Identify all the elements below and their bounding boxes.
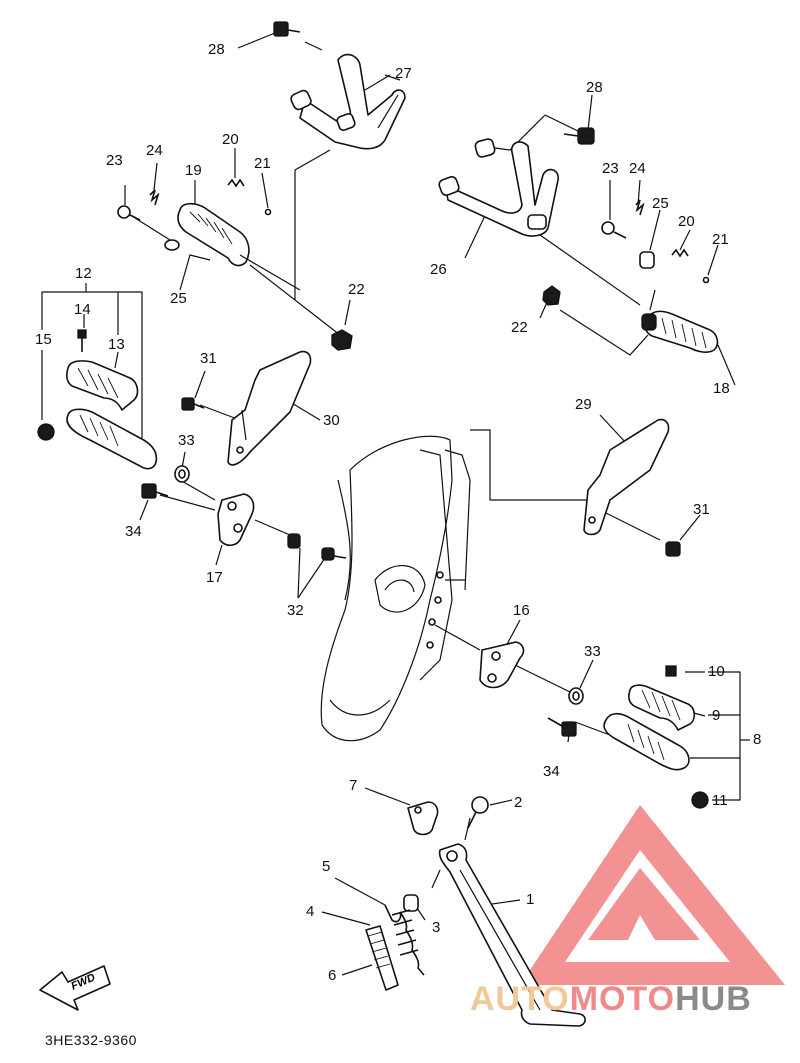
callout-31-right: 31 [693,501,710,518]
washer-33-left [174,465,190,483]
callout-26: 26 [430,261,447,278]
collar-22-left [331,329,353,351]
spring-5 [384,904,425,976]
callout-4: 4 [306,903,315,920]
callout-14: 14 [74,301,91,318]
frame-outline [320,435,471,742]
leader-lines [41,32,750,976]
small-parts-right [601,199,710,284]
watermark-logo-icon [520,805,785,985]
callout-5: 5 [322,858,331,875]
callout-25-right: 25 [652,195,669,212]
callout-2: 2 [514,794,523,811]
bolt-31-left [181,397,205,411]
callout-34-left: 34 [125,523,142,540]
watermark-text: AUTOMOTOHUB [470,982,752,1016]
callout-28-right: 28 [586,79,603,96]
callout-10: 10 [708,663,725,680]
rider-footrest-right [641,310,719,353]
footrest-bracket-right [479,641,525,689]
callout-3: 3 [432,919,441,936]
callout-16: 16 [513,602,530,619]
callout-22-right: 22 [511,319,528,336]
watermark-hub: HUB [675,980,752,1018]
bolt-34-right [547,717,577,737]
footrest-bracket-left [217,493,255,547]
bolt-2 [467,796,489,829]
stay-7 [407,801,439,836]
callout-27: 27 [395,65,412,82]
callout-24-left: 24 [146,142,163,159]
callout-24-right: 24 [629,160,646,177]
watermark-auto: AUTO [470,980,570,1018]
rear-footrest-bracket-left [290,53,406,150]
callout-19: 19 [185,162,202,179]
small-parts-left [117,178,272,251]
bolt-34-left [141,483,169,499]
callout-30: 30 [323,412,340,429]
callout-1: 1 [526,891,535,908]
rider-footrest-left [177,202,301,291]
callout-22-left: 22 [348,281,365,298]
collar-3 [403,894,419,912]
callout-25-left: 25 [170,290,187,307]
callout-11: 11 [712,792,728,809]
callout-20-right: 20 [678,213,695,230]
callout-8: 8 [753,731,762,748]
heel-guard-left [227,350,312,466]
callout-33-left: 33 [178,432,195,449]
callout-34-right: 34 [543,763,560,780]
callout-23-right: 23 [602,160,619,177]
callout-17: 17 [206,569,223,586]
diagram-code: 3HE332-9360 [45,1032,137,1048]
callout-7: 7 [349,777,358,794]
callout-21-left: 21 [254,155,271,172]
heel-guard-right [583,418,670,536]
callout-31-left: 31 [200,350,217,367]
callout-28-top: 28 [208,41,225,58]
callout-9: 9 [712,707,721,724]
callout-12: 12 [75,265,92,282]
callout-13: 13 [108,336,125,353]
watermark-moto: MOTO [569,980,676,1018]
sidestand [438,843,586,1027]
spring-4-6 [365,925,399,991]
fwd-arrow-icon: FWD [39,965,111,1011]
callout-32: 32 [287,602,304,619]
callout-33-right: 33 [584,643,601,660]
callout-23-left: 23 [106,152,123,169]
washer-33-right [568,687,584,705]
passenger-footrest-left-group [37,329,158,470]
callout-6: 6 [328,967,337,984]
callout-20-left: 20 [222,131,239,148]
callout-18: 18 [713,380,730,397]
callout-29: 29 [575,396,592,413]
bolt-31-right [665,541,681,557]
bolt-28-top [273,21,301,37]
bolts-32 [287,533,347,561]
callout-15: 15 [35,331,52,348]
callout-21-right: 21 [712,231,729,248]
bolt-28-right [563,127,595,145]
passenger-footrest-right-group [603,665,709,809]
collar-22-right [542,285,561,306]
rear-footrest-bracket-right [438,138,559,237]
